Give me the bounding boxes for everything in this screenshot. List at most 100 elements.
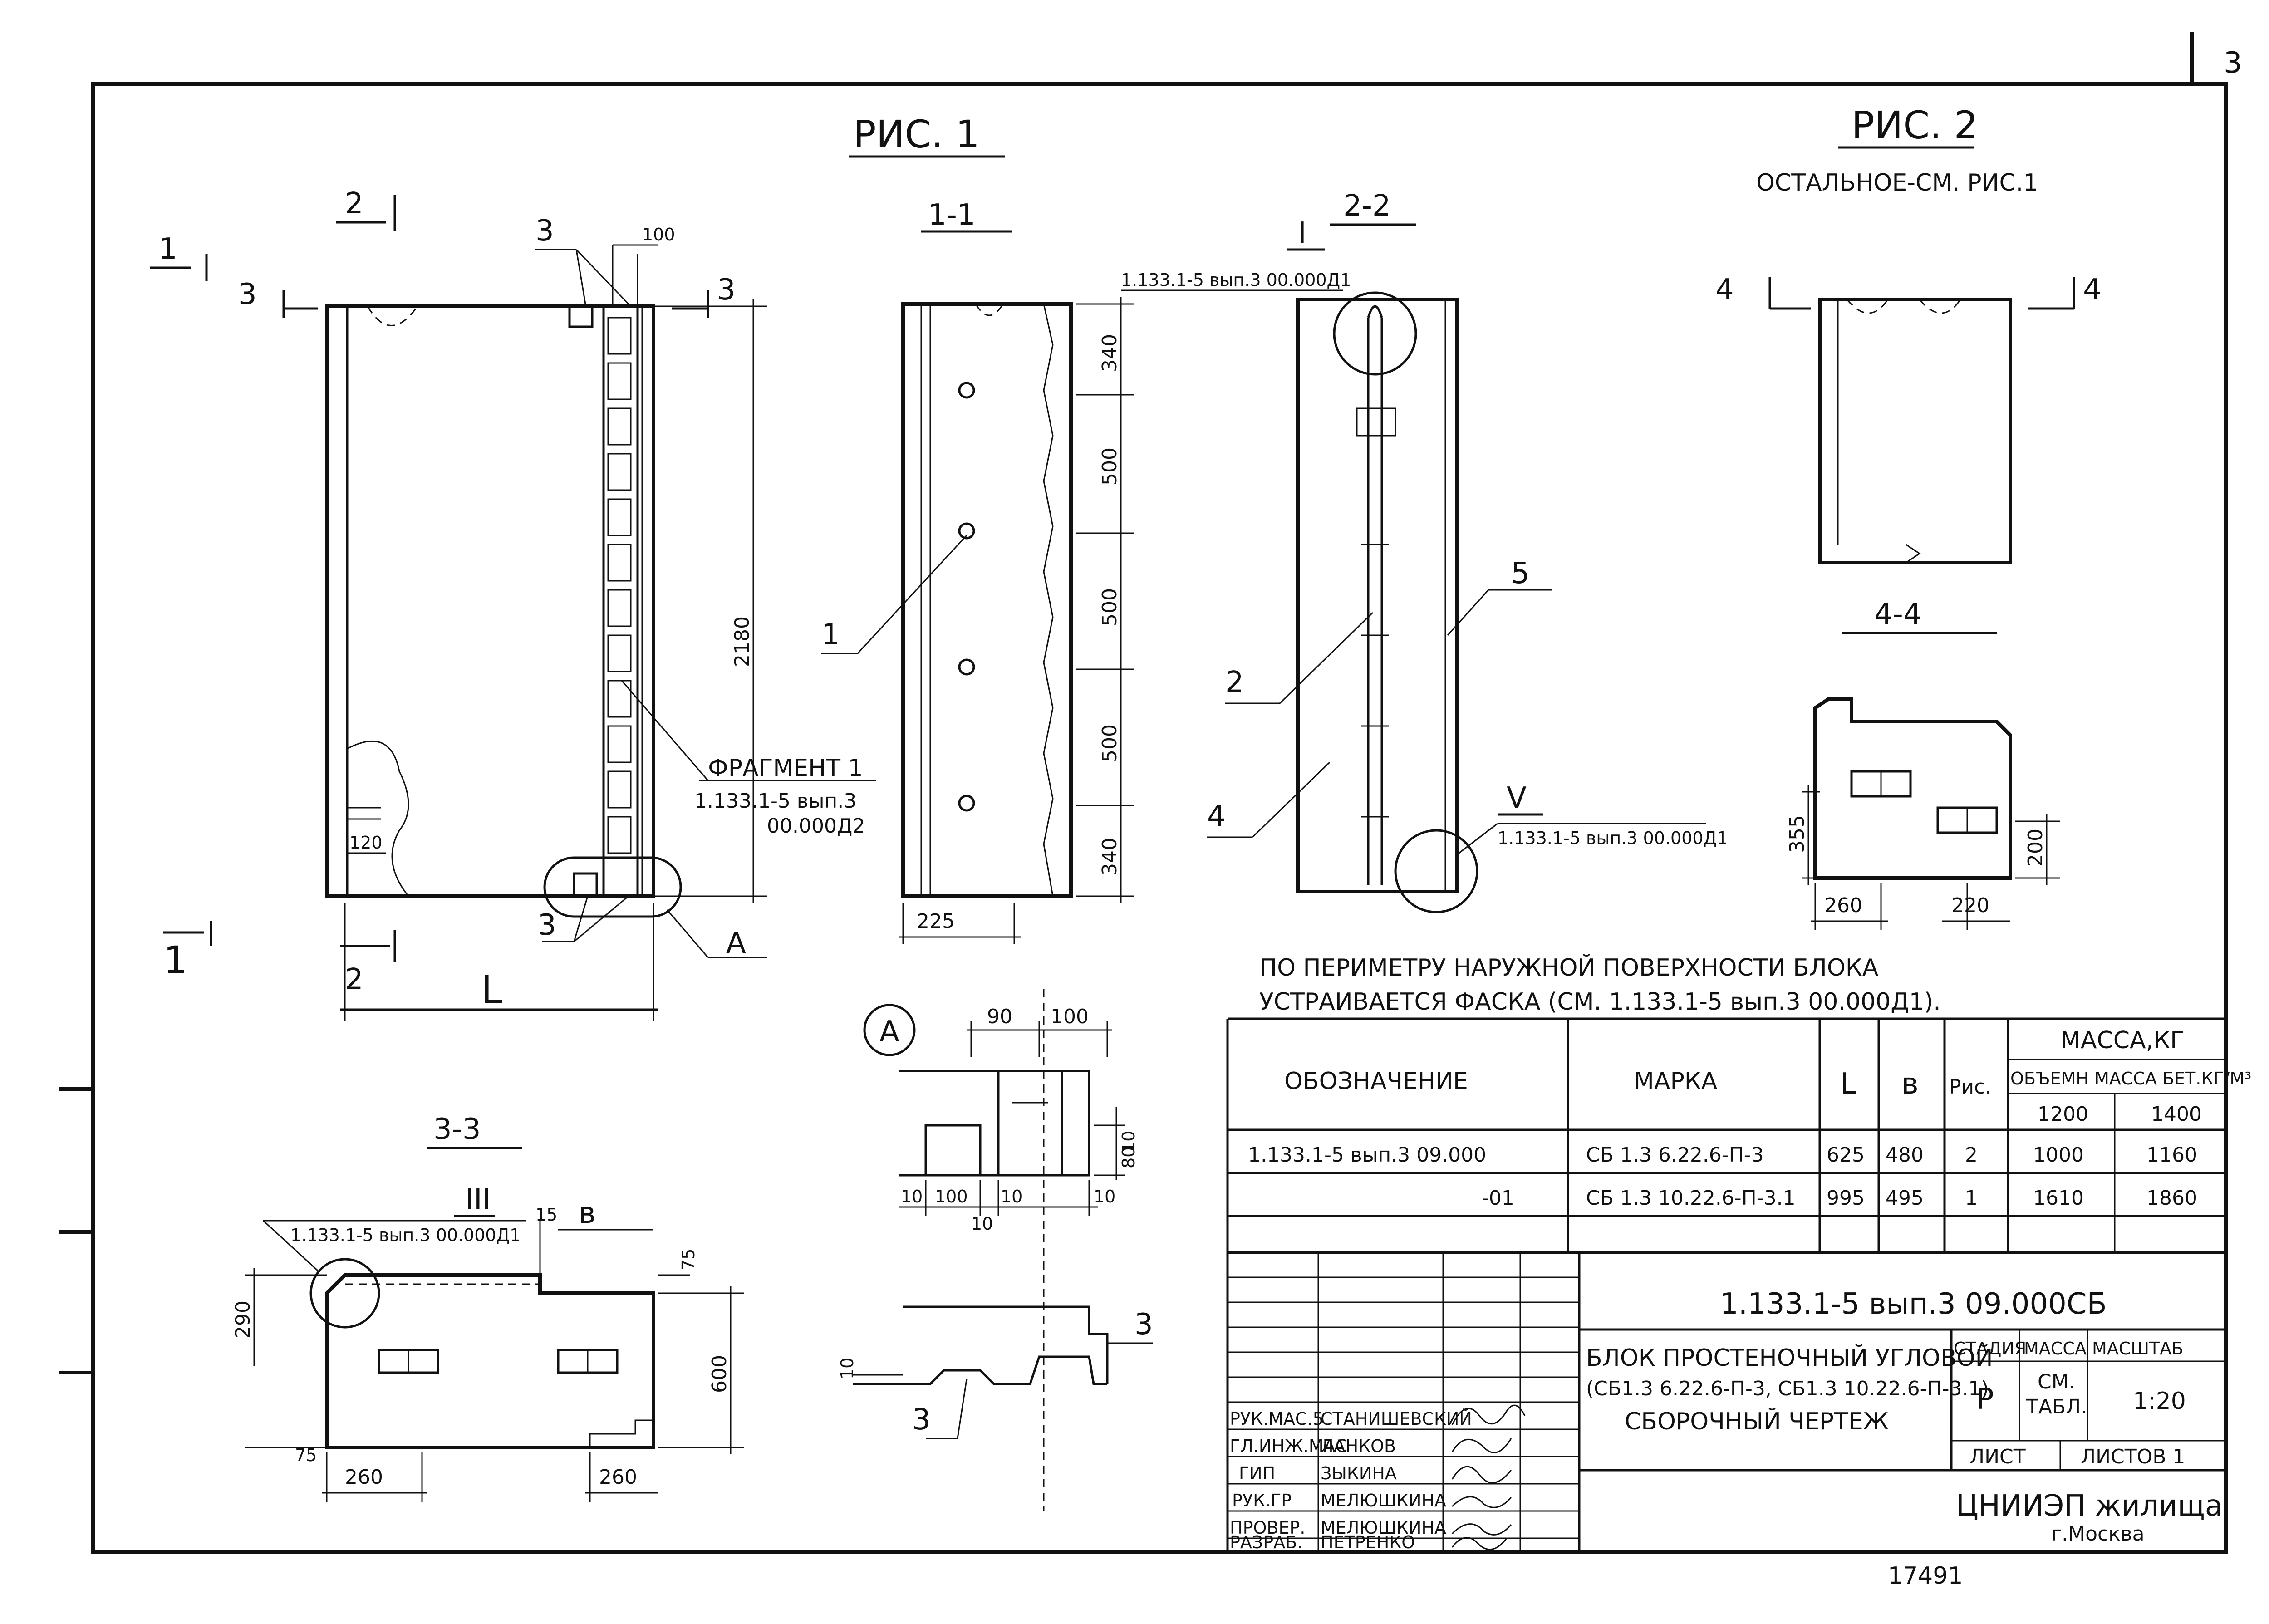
section-marks-fig1: 1 3 2 3 1 2 bbox=[150, 187, 736, 996]
svg-text:495: 495 bbox=[1886, 1187, 1924, 1210]
marker-4: 4 bbox=[1207, 800, 1226, 833]
table-row: -01 СБ 1.3 10.22.6-П-3.1 995 495 1 1610 … bbox=[1482, 1187, 2197, 1210]
svg-text:МАСШТАБ: МАСШТАБ bbox=[2092, 1339, 2183, 1359]
drawing-code: 1.133.1-5 вып.3 09.000СБ bbox=[1720, 1287, 2107, 1321]
svg-text:А: А bbox=[879, 1015, 899, 1049]
svg-text:260: 260 bbox=[1824, 894, 1862, 917]
archive-number: 17491 bbox=[1888, 1562, 1963, 1590]
svg-text:500: 500 bbox=[1098, 588, 1121, 626]
svg-text:4-4: 4-4 bbox=[1874, 598, 1922, 631]
svg-text:500: 500 bbox=[1098, 724, 1121, 762]
svg-text:625: 625 bbox=[1827, 1143, 1865, 1167]
svg-text:1000: 1000 bbox=[2033, 1143, 2084, 1167]
svg-text:1160: 1160 bbox=[2146, 1143, 2197, 1167]
svg-text:340: 340 bbox=[1098, 838, 1121, 876]
svg-text:СБ 1.3 10.22.6-П-3.1: СБ 1.3 10.22.6-П-3.1 bbox=[1586, 1187, 1796, 1210]
svg-text:СМ.: СМ. bbox=[2038, 1370, 2075, 1393]
svg-text:200: 200 bbox=[2024, 829, 2047, 867]
svg-text:в: в bbox=[1901, 1067, 1919, 1101]
svg-text:500: 500 bbox=[1098, 447, 1121, 486]
svg-text:1200: 1200 bbox=[2038, 1103, 2088, 1126]
svg-text:100: 100 bbox=[1051, 1005, 1089, 1028]
svg-text:ПО ПЕРИМЕТРУ НАРУЖНОЙ ПОВЕРХНО: ПО ПЕРИМЕТРУ НАРУЖНОЙ ПОВЕРХНОСТИ БЛОКА bbox=[1259, 954, 1879, 981]
svg-text:1-1: 1-1 bbox=[928, 198, 976, 232]
svg-text:ПРОВЕР.: ПРОВЕР. bbox=[1230, 1518, 1305, 1538]
svg-text:1.133.1-5 вып.3 00.000Д1: 1.133.1-5 вып.3 00.000Д1 bbox=[290, 1225, 521, 1245]
section-2-2: 2-2 I 1.133.1-5 вып.3 00.000Д1 V 1.133.1… bbox=[1121, 189, 1728, 913]
joint-keys bbox=[607, 317, 632, 854]
svg-text:10: 10 bbox=[1119, 1131, 1139, 1153]
svg-text:100: 100 bbox=[935, 1187, 968, 1207]
chamfer-note: ПО ПЕРИМЕТРУ НАРУЖНОЙ ПОВЕРХНОСТИ БЛОКА … bbox=[1259, 954, 1941, 1016]
svg-text:УСТРАИВАЕТСЯ ФАСКА (СМ. 1.133.: УСТРАИВАЕТСЯ ФАСКА (СМ. 1.133.1-5 вып.3 … bbox=[1259, 988, 1941, 1016]
svg-text:1610: 1610 bbox=[2033, 1187, 2084, 1210]
svg-text:ГЛ.ИНЖ.МАС: ГЛ.ИНЖ.МАС bbox=[1230, 1436, 1347, 1456]
svg-text:1.133.1-5 вып.3 00.000Д1: 1.133.1-5 вып.3 00.000Д1 bbox=[1498, 828, 1728, 848]
title-block: 1.133.1-5 вып.3 09.000СБ БЛОК ПРОСТЕНОЧН… bbox=[1226, 1251, 2226, 1552]
svg-text:ОБОЗНАЧЕНИЕ: ОБОЗНАЧЕНИЕ bbox=[1284, 1068, 1468, 1095]
svg-text:3: 3 bbox=[1134, 1308, 1153, 1341]
callout-a: А bbox=[726, 927, 746, 960]
svg-text:1: 1 bbox=[1965, 1187, 1978, 1210]
table-row: 1.133.1-5 вып.3 09.000 СБ 1.3 6.22.6-П-3… bbox=[1248, 1143, 2197, 1167]
signatures bbox=[1451, 1404, 1526, 1550]
svg-text:РИС. 2: РИС. 2 bbox=[1852, 103, 1978, 147]
svg-text:МАССА,КГ: МАССА,КГ bbox=[2060, 1027, 2185, 1054]
svg-text:ЛИСТ: ЛИСТ bbox=[1969, 1445, 2026, 1468]
svg-text:995: 995 bbox=[1827, 1187, 1865, 1210]
svg-text:СБ 1.3 6.22.6-П-3: СБ 1.3 6.22.6-П-3 bbox=[1586, 1143, 1764, 1167]
svg-text:-01: -01 bbox=[1482, 1187, 1514, 1210]
figure2: РИС. 2 ОСТАЛЬНОЕ-СМ. РИС.1 4 4 bbox=[1715, 103, 2102, 564]
svg-text:1.133.1-5 вып.3: 1.133.1-5 вып.3 bbox=[694, 790, 856, 813]
svg-text:(СБ1.3 6.22.6-П-3, СБ1.3 10.22: (СБ1.3 6.22.6-П-3, СБ1.3 10.22.6-П-3.1) bbox=[1586, 1377, 1989, 1400]
marks-table: ОБОЗНАЧЕНИЕ МАРКА L в Рис. МАССА,КГ ОБЪЕ… bbox=[1226, 1017, 2251, 1252]
svg-text:СТАНИШЕВСКИЙ: СТАНИШЕВСКИЙ bbox=[1321, 1409, 1472, 1429]
svg-text:ОСТАЛЬНОЕ-СМ. РИС.1: ОСТАЛЬНОЕ-СМ. РИС.1 bbox=[1756, 169, 2038, 196]
svg-text:СТАДИЯ: СТАДИЯ bbox=[1954, 1339, 2026, 1359]
svg-text:2: 2 bbox=[345, 187, 363, 221]
svg-text:ТАБЛ.: ТАБЛ. bbox=[2026, 1395, 2087, 1418]
svg-text:340: 340 bbox=[1098, 334, 1121, 372]
dim-b: в bbox=[579, 1197, 596, 1230]
svg-text:ПЕТРЕНКО: ПЕТРЕНКО bbox=[1321, 1532, 1415, 1552]
svg-text:80: 80 bbox=[1119, 1147, 1139, 1168]
dim-2180: 2180 bbox=[731, 616, 754, 667]
fragment-title: ФРАГМЕНТ 1 bbox=[708, 755, 863, 782]
svg-text:ЛИСТОВ 1: ЛИСТОВ 1 bbox=[2081, 1445, 2185, 1468]
svg-text:РАЗРАБ.: РАЗРАБ. bbox=[1230, 1532, 1302, 1552]
svg-text:ГИП: ГИП bbox=[1239, 1463, 1275, 1483]
sheet-frame: 3 bbox=[59, 32, 2242, 1554]
corner-mark: 3 bbox=[2224, 46, 2242, 80]
svg-text:СБОРОЧНЫЙ ЧЕРТЕЖ: СБОРОЧНЫЙ ЧЕРТЕЖ bbox=[1625, 1408, 1889, 1435]
svg-text:10: 10 bbox=[1001, 1187, 1022, 1207]
marker-1: 1 bbox=[821, 618, 840, 652]
roman-III: III bbox=[465, 1183, 491, 1217]
svg-text:г.Москва: г.Москва bbox=[2051, 1522, 2145, 1545]
svg-text:Р: Р bbox=[1976, 1383, 1994, 1416]
roman-I: I bbox=[1298, 216, 1306, 250]
svg-text:480: 480 bbox=[1886, 1143, 1924, 1167]
svg-text:ОБЪЕМН МАССА БЕТ.КГ/М³: ОБЪЕМН МАССА БЕТ.КГ/М³ bbox=[2010, 1069, 2251, 1089]
svg-text:10: 10 bbox=[837, 1358, 857, 1379]
svg-text:3: 3 bbox=[912, 1403, 931, 1437]
svg-text:15: 15 bbox=[535, 1205, 557, 1225]
front-view: А 3 3 ФРАГМЕНТ 1 1.133.1-5 вып.3 00.000Д… bbox=[150, 187, 876, 1021]
svg-text:2-2: 2-2 bbox=[1343, 189, 1391, 223]
svg-text:220: 220 bbox=[1951, 894, 1989, 917]
svg-text:1860: 1860 bbox=[2146, 1187, 2197, 1210]
svg-text:10: 10 bbox=[971, 1214, 993, 1234]
svg-text:2: 2 bbox=[1965, 1143, 1978, 1167]
svg-text:3-3: 3-3 bbox=[433, 1113, 481, 1146]
svg-text:1.133.1-5 вып.3 00.000Д1: 1.133.1-5 вып.3 00.000Д1 bbox=[1121, 270, 1351, 290]
svg-text:260: 260 bbox=[599, 1466, 637, 1489]
section-1-1: 1-1 1 340 500 500 500 340 225 bbox=[821, 198, 1134, 944]
svg-text:75: 75 bbox=[678, 1249, 698, 1271]
svg-text:L: L bbox=[1840, 1067, 1856, 1101]
section-3-3: 3-3 III 1.133.1-5 вып.3 00.000Д1 290 600… bbox=[231, 1113, 744, 1502]
detail-a: А 90 100 10 80 10 100 10 10 10 10 3 bbox=[837, 989, 1153, 1511]
section-4-4: 4-4 355 200 260 220 bbox=[1786, 598, 2060, 930]
svg-text:600: 600 bbox=[708, 1355, 731, 1393]
svg-text:1: 1 bbox=[163, 938, 187, 982]
marker-3-top: 3 bbox=[535, 214, 554, 248]
